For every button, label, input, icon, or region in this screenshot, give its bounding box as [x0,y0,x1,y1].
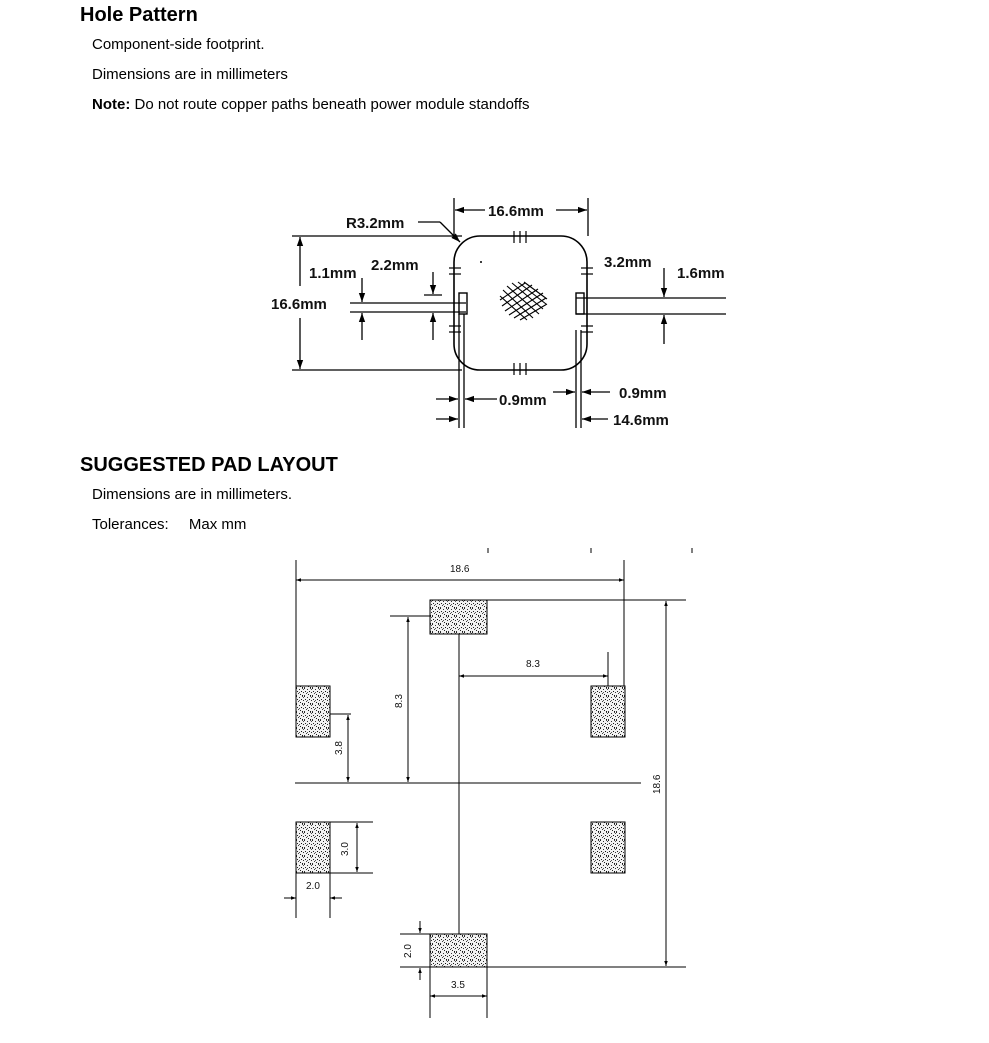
pad-lower-right [590,821,626,874]
label-18-6-horizontal: 18.6 [450,564,470,575]
label-radius: R3.2mm [346,215,404,232]
label-1-1mm: 1.1mm [309,265,357,282]
hole-pattern-note: Note: Do not route copper paths beneath … [92,96,530,113]
label-width-top: 16.6mm [488,203,544,220]
hole-pattern-labels: R3.2mm 16.6mm 16.6mm 1.1mm 2.2mm 3.2mm 1… [271,203,725,429]
label-8-3-vertical: 8.3 [394,694,405,708]
label-14-6mm: 14.6mm [613,412,669,429]
pad-layout-drawing [284,548,693,1018]
pad-layout-line1: Dimensions are in millimeters. [92,486,293,503]
label-8-3-horizontal: 8.3 [526,659,540,670]
label-2-0-vertical: 2.0 [403,944,414,958]
pad-top-centre [429,599,488,635]
label-2-0-horizontal: 2.0 [306,881,320,892]
pad-layout-tolerances: Tolerances: Max mm [92,516,246,533]
hole-pattern-drawing [292,198,726,428]
label-3-2mm: 3.2mm [604,254,652,271]
pads [295,599,626,968]
label-18-6-vertical: 18.6 [652,774,663,794]
note-text: Do not route copper paths beneath power … [134,96,530,113]
centre-crosshatch [499,281,548,321]
tolerance-value: Max mm [188,516,247,533]
pad-bottom-centre [429,933,488,968]
note-label: Note: [92,96,131,113]
label-1-6mm: 1.6mm [677,265,725,282]
label-2-2mm: 2.2mm [371,257,419,274]
pad-lower-left [295,821,331,874]
hole-pattern-title: Hole Pattern [80,4,198,26]
pad-layout-title: SUGGESTED PAD LAYOUT [80,454,338,476]
hole-pattern-line2: Dimensions are in millimeters [92,66,288,83]
pad-layout-labels: 18.6 8.3 8.3 3.8 18.6 3.0 2.0 2.0 3.5 [306,564,663,991]
tolerance-label: Tolerances: [92,516,169,533]
label-3-0-vertical: 3.0 [340,842,351,856]
label-0-9mm-left: 0.9mm [499,392,547,409]
label-0-9mm-right: 0.9mm [619,385,667,402]
label-height-left: 16.6mm [271,296,327,313]
right-pin-slot [575,292,585,315]
label-3-8-vertical: 3.8 [334,741,345,755]
hole-pattern-line1: Component-side footprint. [92,36,265,53]
centre-dot [480,261,482,263]
label-3-5-horizontal: 3.5 [451,980,465,991]
pad-upper-left [295,685,331,738]
module-outline [453,235,588,371]
pad-upper-right [590,685,626,738]
